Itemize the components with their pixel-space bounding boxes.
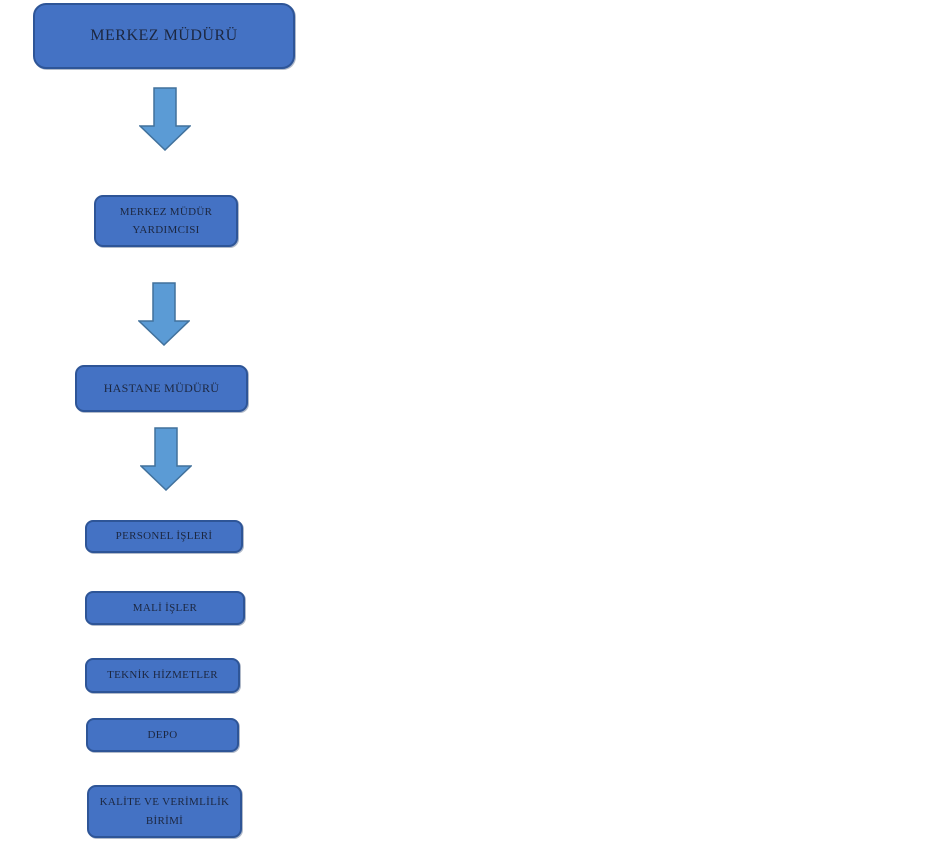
org-node-merkez-muduru: MERKEZ MÜDÜRÜ [33,3,295,69]
org-node-mali-isler: MALİ İŞLER [85,591,245,625]
down-arrow-connector-3 [140,427,192,491]
down-arrow-connector-2 [138,282,190,346]
org-node-teknik-hizmetler: TEKNİK HİZMETLER [85,658,240,693]
org-node-kalite-ve-verimlilik-birimi: KALİTE VE VERİMLİLİK BİRİMİ [87,785,242,838]
down-arrow-connector-1 [139,87,191,151]
org-node-merkez-mudur-yardimcisi: MERKEZ MÜDÜR YARDIMCISI [94,195,238,247]
org-node-personel-isleri: PERSONEL İŞLERİ [85,520,243,553]
org-node-depo: DEPO [86,718,239,752]
org-node-hastane-muduru: HASTANE MÜDÜRÜ [75,365,248,412]
